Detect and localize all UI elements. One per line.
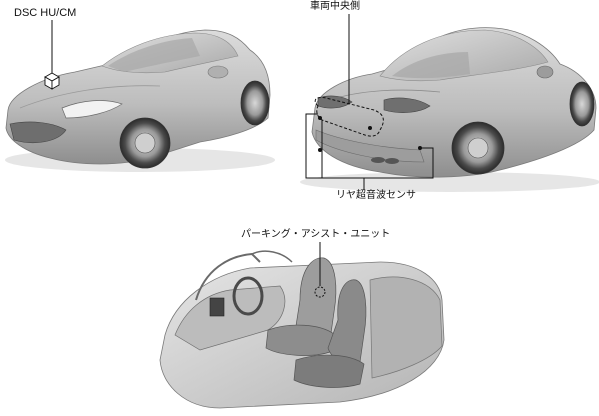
parking-assist-unit-label: パーキング・アシスト・ユニット: [241, 229, 391, 240]
interior-cutaway-illustration: [159, 242, 445, 409]
rear-sensor-bracket: [305, 113, 434, 190]
rear-car-illustration: [300, 14, 599, 192]
sensor-highlight-dashed: [314, 97, 384, 137]
parking-assist-unit-marker: [314, 286, 326, 298]
vehicle-center-side-label: 車両中央側: [310, 1, 360, 12]
front-car-illustration: [5, 20, 275, 172]
rear-ultrasonic-sensor-label: リヤ超音波センサ: [336, 190, 416, 201]
dsc-hu-cm-label: DSC HU/CM: [14, 7, 77, 19]
dsc-module-icon: [44, 72, 60, 90]
